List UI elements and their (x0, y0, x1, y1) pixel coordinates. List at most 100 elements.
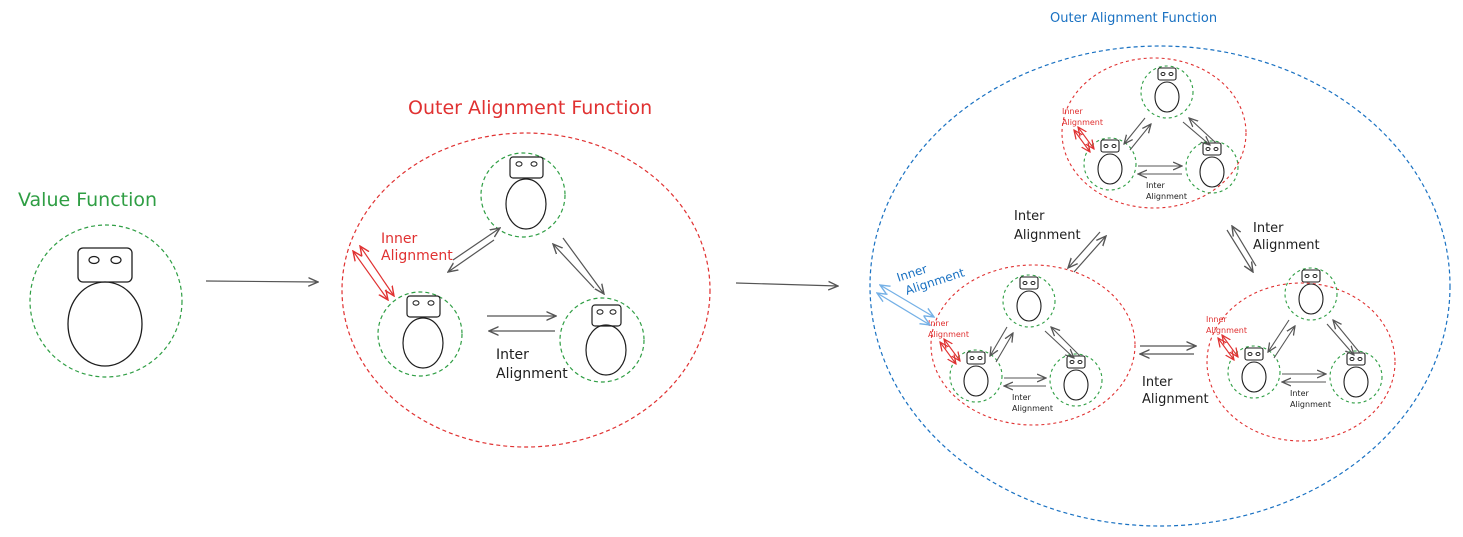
robot-eye-right (110, 255, 122, 265)
robot-body (1154, 81, 1180, 113)
mini-inner-arrow-b (944, 339, 960, 361)
mini-arrow-right-top (1189, 118, 1217, 144)
mini-inner-arrow-b (1222, 335, 1238, 357)
robot-body (505, 178, 547, 230)
robot-body (1199, 156, 1225, 188)
stage3-inter-label-left: Inter Alignment (1014, 209, 1081, 243)
arrow-top-to-left (448, 239, 495, 272)
stage3-inter-arrows (1068, 226, 1257, 354)
stage2-inner-label: Inner Alignment (381, 231, 453, 264)
robot-eye-right (427, 300, 435, 306)
stage2-inner-arrows (353, 246, 394, 300)
mini-arrow-right-top (1333, 320, 1361, 354)
robot-body (963, 365, 989, 397)
robot-eye-right (530, 161, 538, 167)
cluster-arrow-top-to-left (1068, 231, 1101, 268)
robot-eye-left (412, 300, 420, 306)
robot-head (966, 351, 986, 365)
stage2-agent-top (480, 152, 566, 238)
mini-arrow-left-top (1129, 124, 1151, 151)
robot-body (402, 317, 444, 369)
stage2-outer-alignment: Outer Alignment Function (341, 97, 711, 448)
robot-eye-right (1111, 144, 1117, 148)
cluster-boundary (930, 264, 1136, 426)
cluster-arrow-right-to-top (1232, 226, 1257, 267)
stage2-outer-ellipse (341, 132, 711, 448)
robot-eye-left (1205, 147, 1211, 151)
robot-eye-left (1304, 274, 1310, 278)
robot-head (509, 156, 544, 179)
stage3-outer-ellipse (869, 45, 1451, 527)
mini-arrow-left-top (1273, 326, 1295, 359)
agent-boundary (559, 297, 645, 383)
cluster-agent-right (1049, 353, 1103, 407)
cluster-agent-right (1329, 350, 1383, 404)
stage3-outer-title: Outer Alignment Function (1050, 11, 1217, 26)
value-function-title: Value Function (18, 189, 157, 211)
robot-eye-right (1357, 357, 1363, 361)
robot-eye-left (515, 161, 523, 167)
cluster-boundary (1206, 282, 1396, 442)
stage3-inner-arrows (877, 285, 934, 325)
robot-body (1016, 290, 1042, 322)
robot-eye-left (969, 356, 975, 360)
robot-body (1343, 366, 1369, 398)
stage2-inter-arrows (448, 228, 604, 331)
cluster-agent-top (1002, 274, 1056, 328)
robot-eye-left (1247, 352, 1253, 356)
robot-eye-left (1160, 72, 1166, 76)
agent-boundary (1140, 65, 1194, 119)
stage2-agent-right (559, 297, 645, 383)
cluster-agent-right (1185, 140, 1239, 194)
robot-eye-right (1077, 360, 1083, 364)
robot-eye-right (1255, 352, 1261, 356)
agent-boundary (1083, 137, 1137, 191)
robot-eye-right (1168, 72, 1174, 76)
robot-eye-right (1213, 147, 1219, 151)
robot-eye-left (596, 309, 604, 315)
robot-eye-right (977, 356, 983, 360)
agent-boundary (480, 152, 566, 238)
blue-inner-arrow-b (877, 293, 930, 325)
mini-inner-arrow-b (1078, 127, 1094, 149)
mini-arrow-top-right (1044, 330, 1074, 358)
mini-arrow-top-right (1182, 121, 1210, 145)
robot-head (1301, 269, 1321, 283)
stage2-agent-left (377, 291, 463, 377)
stage3-inter-label-bottom: Inter Alignment (1142, 375, 1209, 407)
robot-head (1244, 347, 1264, 361)
mini-arrow-top-left (990, 326, 1008, 356)
robot-eye-left (1069, 360, 1075, 364)
agent-boundary (1002, 274, 1056, 328)
agent-boundary (949, 349, 1003, 403)
robot-body (1097, 153, 1123, 185)
mini-arrow-top-left (1124, 117, 1146, 144)
stage2-outer-title: Outer Alignment Function (408, 97, 652, 119)
robot-body (1063, 369, 1089, 401)
agent-boundary (377, 291, 463, 377)
robot-eye-left (1103, 144, 1109, 148)
agent-boundary (1329, 350, 1383, 404)
robot-head (1100, 139, 1120, 153)
mini-arrow-top-left (1268, 319, 1290, 352)
mini-arrow-top-right (1326, 323, 1354, 355)
robot-body (1298, 283, 1324, 315)
arrow-stage2-to-stage3 (735, 283, 838, 286)
robot-head (1202, 142, 1222, 156)
robot-eye-left (88, 255, 100, 265)
agent-boundary (1284, 267, 1338, 321)
agent-boundary (1185, 140, 1239, 194)
cluster-agent-left (1227, 345, 1281, 399)
robot-head (406, 295, 441, 318)
robot-body (67, 281, 143, 367)
robot-head (1346, 352, 1366, 366)
agent-boundary (1227, 345, 1281, 399)
stage2-inter-label: Inter Alignment (496, 347, 568, 382)
